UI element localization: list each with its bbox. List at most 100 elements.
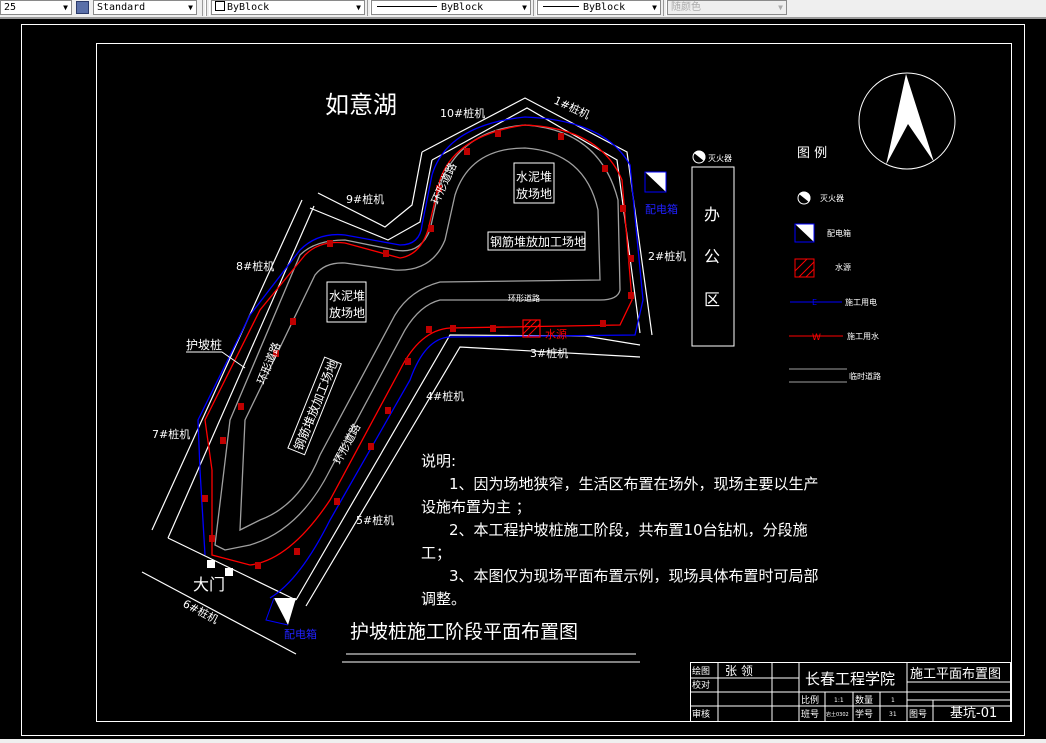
svg-text:3#桩机: 3#桩机 — [530, 346, 568, 360]
legend-water-line: W 施工用水 — [789, 331, 879, 343]
class-value: 岩土0302 — [826, 711, 849, 718]
water-line — [204, 124, 633, 566]
svg-text:放场地: 放场地 — [516, 186, 552, 201]
ring-road-label: 环形道路 — [254, 340, 283, 386]
legend-water-source: 水源 — [794, 258, 851, 278]
svg-text:6#桩机: 6#桩机 — [181, 596, 221, 626]
notes: 说明: 1、因为场地狭窄，生活区布置在场外，现场主要以生产 设施布置为主 ； 2… — [421, 452, 819, 608]
separator — [367, 0, 371, 16]
svg-text:W: W — [812, 333, 821, 343]
linetype-dropdown[interactable]: ByBlock▼ — [371, 0, 531, 15]
cement-area-top: 水泥堆 放场地 — [513, 162, 555, 204]
svg-text:10#桩机: 10#桩机 — [440, 106, 485, 120]
ring-road — [214, 124, 621, 551]
student-no-value: 31 — [889, 711, 897, 718]
qty-label: 数量 — [855, 694, 873, 706]
cement-area-left: 水泥堆 放场地 — [326, 281, 367, 323]
gate-label: 大门 — [193, 575, 225, 594]
drawing-no-value: 基坑-01 — [950, 706, 997, 721]
svg-text:水源: 水源 — [835, 262, 851, 272]
plotstyle-dropdown[interactable]: 随颜色 ▼ — [667, 0, 787, 15]
status-bar-edge — [0, 739, 1046, 743]
svg-text:7#桩机: 7#桩机 — [152, 427, 190, 441]
svg-text:办: 办 — [704, 205, 720, 224]
slope-pile-label: 护坡桩 — [186, 337, 222, 352]
class-label: 班号 — [801, 708, 819, 720]
svg-text:施工用水: 施工用水 — [847, 331, 879, 341]
water-source-symbol: 水源 — [522, 319, 567, 341]
separator — [663, 0, 667, 16]
table-style-icon[interactable] — [76, 1, 89, 14]
tablestyle-dropdown[interactable]: Standard ▼ — [93, 0, 197, 15]
office-area: 办 公 区 — [691, 166, 735, 347]
color-dropdown[interactable]: ByBlock ▼ — [211, 0, 365, 15]
svg-text:工；: 工； — [421, 544, 451, 562]
inner-frame — [96, 43, 1012, 722]
svg-text:配电箱: 配电箱 — [827, 228, 851, 238]
svg-text:5#桩机: 5#桩机 — [356, 513, 394, 527]
student-no-label: 学号 — [855, 708, 873, 720]
scale-value: 1:1 — [834, 697, 844, 704]
drawing-no-label: 图号 — [909, 709, 927, 720]
svg-text:E: E — [812, 298, 817, 307]
rebar-area-left: 钢筋堆放加工场地 — [287, 356, 342, 456]
drawing-canvas[interactable]: 如意湖 水源 — [0, 19, 1046, 739]
tablestyle-value: Standard — [97, 2, 146, 13]
chevron-down-icon: ▼ — [778, 3, 783, 12]
checked-label: 校对 — [692, 679, 710, 691]
color-value: ByBlock — [227, 2, 270, 13]
drawn-by-value: 张 领 — [725, 664, 753, 678]
svg-text:调整。: 调整。 — [421, 590, 466, 608]
legend-extinguisher: 灭火器 — [797, 191, 844, 205]
outer-frame — [21, 24, 1025, 736]
leader-line — [186, 351, 246, 369]
svg-text:钢筋堆放加工场地: 钢筋堆放加工场地 — [291, 358, 341, 453]
school-name: 长春工程学院 — [805, 670, 895, 688]
title-block — [690, 662, 1011, 722]
chevron-down-icon: ▼ — [188, 3, 193, 12]
legend: 图 例 灭火器 配电箱 水源 E 施工用水 施工用电 W 施工用水 — [789, 146, 881, 383]
drawing-title: 护坡桩施工阶段平面布置图 — [350, 621, 578, 643]
chevron-down-icon: ▼ — [63, 3, 68, 12]
svg-text:水源: 水源 — [545, 327, 567, 341]
power-line — [197, 116, 644, 599]
svg-text:8#桩机: 8#桩机 — [236, 259, 274, 273]
qty-value: 1 — [891, 697, 895, 704]
svg-text:2#桩机: 2#桩机 — [648, 249, 686, 263]
north-arrow-icon — [858, 72, 956, 170]
power-box-bottom: 配电箱 — [265, 597, 317, 641]
svg-text:1、因为场地狭窄，生活区布置在场外，现场主要以生产: 1、因为场地狭窄，生活区布置在场外，现场主要以生产 — [449, 475, 819, 493]
lake-label: 如意湖 — [325, 91, 397, 119]
gate-post-icon — [207, 560, 215, 568]
extinguisher-symbol: 灭火器 — [692, 150, 732, 164]
svg-text:说明:: 说明: — [421, 452, 456, 470]
legend-temp-road: 临时道路 — [789, 368, 881, 383]
svg-text:4#桩机: 4#桩机 — [426, 389, 464, 403]
linetype-sample-icon — [377, 6, 437, 7]
legend-power-box: 配电箱 — [794, 223, 851, 243]
water-markers — [202, 130, 634, 569]
legend-power-line: E 施工用水 施工用电 — [790, 297, 877, 307]
svg-text:施工用电: 施工用电 — [845, 297, 877, 307]
svg-text:9#桩机: 9#桩机 — [346, 192, 384, 206]
dimstyle-dropdown[interactable]: 25▼ — [0, 0, 72, 15]
separator — [533, 0, 537, 16]
drawing-name: 施工平面布置图 — [910, 667, 1001, 682]
svg-text:钢筋堆放加工场地: 钢筋堆放加工场地 — [490, 234, 586, 249]
lineweight-sample-icon — [543, 6, 579, 7]
svg-text:配电箱: 配电箱 — [284, 627, 317, 641]
chevron-down-icon: ▼ — [652, 3, 657, 12]
gate-post-icon — [225, 568, 233, 576]
svg-text:灭火器: 灭火器 — [708, 154, 732, 163]
plotstyle-value: 随颜色 — [671, 2, 701, 13]
lineweight-dropdown[interactable]: ByBlock▼ — [537, 0, 661, 15]
separator — [206, 0, 210, 16]
color-swatch-icon — [215, 1, 225, 11]
separator — [202, 0, 206, 16]
drawn-by-label: 绘图 — [692, 665, 710, 677]
svg-text:配电箱: 配电箱 — [645, 202, 678, 216]
svg-text:2、本工程护坡桩施工阶段，共布置10台钻机，分段施: 2、本工程护坡桩施工阶段，共布置10台钻机，分段施 — [449, 521, 808, 539]
svg-text:设施布置为主 ；: 设施布置为主 ； — [421, 498, 531, 516]
chevron-down-icon: ▼ — [356, 3, 361, 12]
svg-text:放场地: 放场地 — [329, 305, 365, 320]
